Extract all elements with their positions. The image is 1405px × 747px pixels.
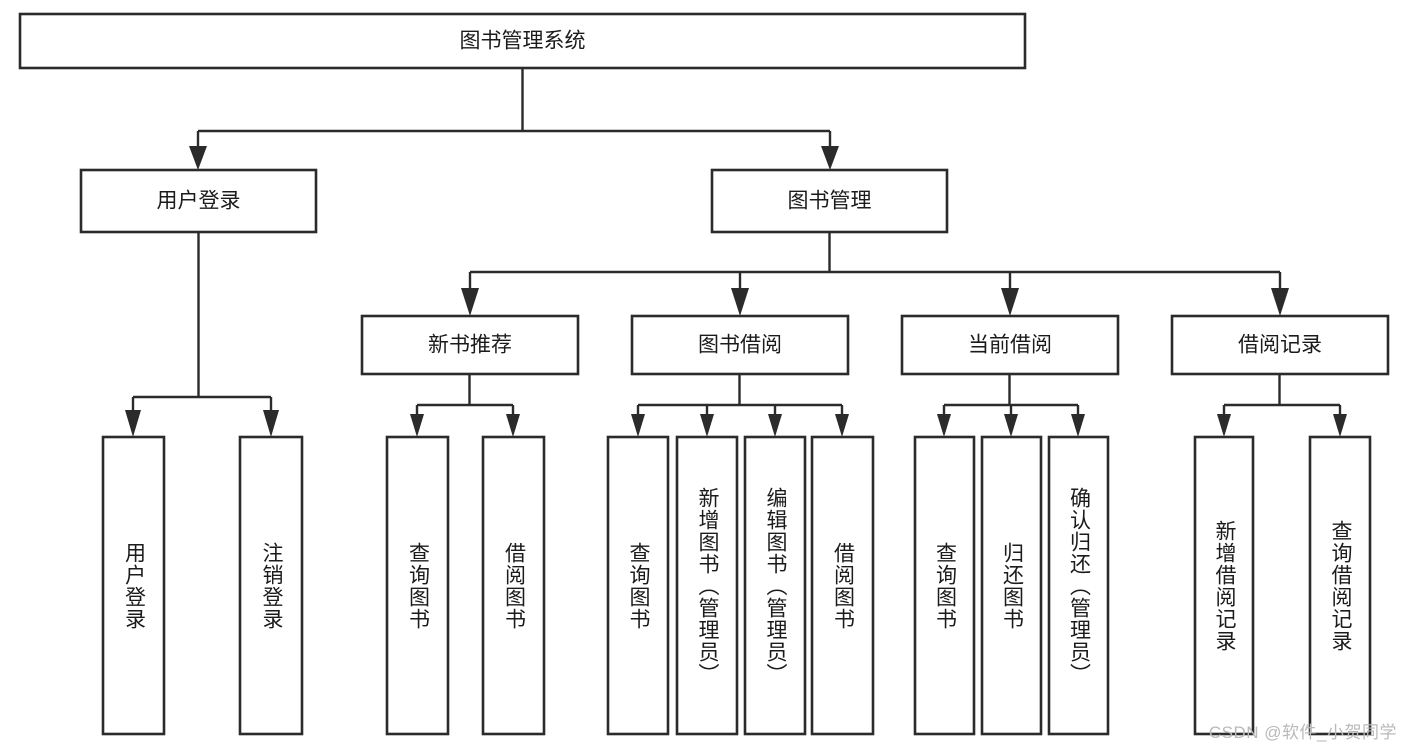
node-root[interactable]: 图书管理系统 xyxy=(18,12,1027,70)
leaf-query-book-recommend[interactable]: 查询图书 xyxy=(387,437,448,734)
leaf-query-borrow-record[interactable]: 查询借阅记录 xyxy=(1310,437,1370,734)
arrow-head-leaf-add-book-admin xyxy=(700,414,714,437)
connector-layer xyxy=(125,68,1347,437)
leaf-rect-add-borrow-record[interactable] xyxy=(1193,435,1255,736)
leaf-add-book-admin[interactable]: 新增图书（管理员） xyxy=(677,437,737,734)
leaf-query-book-recommend-label: 查询图书 xyxy=(406,541,430,630)
leaf-confirm-return-admin[interactable]: 确认归还（管理员） xyxy=(1049,437,1108,734)
node-root-rect[interactable] xyxy=(18,12,1027,70)
node-borrow-record[interactable]: 借阅记录 xyxy=(1170,314,1390,376)
leaf-rect-user-login[interactable] xyxy=(101,435,166,736)
node-book-borrow-label: 图书借阅 xyxy=(698,334,782,357)
arrow-head-book-management xyxy=(821,146,839,170)
arrow-head-leaf-confirm-return-admin xyxy=(1071,414,1085,437)
node-new-book-recommend[interactable]: 新书推荐 xyxy=(360,314,580,376)
arrow-head-borrow-record xyxy=(1271,288,1289,316)
leaf-edit-book-admin-label: 编辑图书（管理员） xyxy=(764,486,788,685)
leaf-rect-edit-book-admin[interactable] xyxy=(743,435,807,736)
leaf-rect-return-book[interactable] xyxy=(980,435,1043,736)
leaf-query-book-borrow-label: 查询图书 xyxy=(627,541,651,630)
leaf-query-book-current[interactable]: 查询图书 xyxy=(915,437,974,734)
arrow-head-leaf-borrow-book-recommend xyxy=(506,414,520,437)
arrow-head-leaf-logout xyxy=(263,410,279,437)
leaf-confirm-return-admin-label: 确认归还（管理员） xyxy=(1067,486,1091,685)
node-user-login[interactable]: 用户登录 xyxy=(79,168,318,234)
leaf-rect-query-borrow-record[interactable] xyxy=(1308,435,1372,736)
node-new-book-recommend-rect[interactable] xyxy=(360,314,580,376)
node-borrow-record-label: 借阅记录 xyxy=(1238,334,1322,357)
arrow-head-leaf-return-book xyxy=(1004,414,1018,437)
arrow-head-leaf-query-borrow-record xyxy=(1333,414,1347,437)
leaf-return-book-label: 归还图书 xyxy=(1000,541,1024,630)
leaf-borrow-book[interactable]: 借阅图书 xyxy=(812,437,873,734)
node-new-book-recommend-label: 新书推荐 xyxy=(428,334,512,357)
leaf-user-login[interactable]: 用户登录 xyxy=(103,437,164,734)
arrow-head-leaf-query-book-current xyxy=(937,414,951,437)
node-root-label: 图书管理系统 xyxy=(460,30,586,53)
leaf-edit-book-admin[interactable]: 编辑图书（管理员） xyxy=(745,437,805,734)
leaf-rect-add-book-admin[interactable] xyxy=(675,435,739,736)
node-user-login-label: 用户登录 xyxy=(157,190,241,213)
node-book-management-label: 图书管理 xyxy=(788,190,872,213)
leaf-rect-logout[interactable] xyxy=(238,435,304,736)
arrow-head-leaf-query-book-borrow xyxy=(631,414,645,437)
arrow-head-leaf-borrow-book xyxy=(835,414,849,437)
leaf-logout[interactable]: 注销登录 xyxy=(240,437,302,734)
node-book-borrow[interactable]: 图书借阅 xyxy=(630,314,850,376)
leaf-box-layer xyxy=(101,435,1372,736)
leaf-rect-borrow-book[interactable] xyxy=(810,435,875,736)
leaf-borrow-book-recommend-label: 借阅图书 xyxy=(502,541,526,630)
arrow-head-leaf-query-book-recommend xyxy=(410,414,424,437)
leaf-logout-label: 注销登录 xyxy=(260,541,284,630)
arrow-head-leaf-add-borrow-record xyxy=(1217,414,1231,437)
node-current-borrow[interactable]: 当前借阅 xyxy=(900,314,1120,376)
node-current-borrow-label: 当前借阅 xyxy=(968,334,1052,357)
arrow-head-user-login xyxy=(189,146,207,170)
node-current-borrow-rect[interactable] xyxy=(900,314,1120,376)
leaf-rect-query-book-borrow[interactable] xyxy=(606,435,670,736)
arrow-head-book-borrow xyxy=(731,288,749,316)
leaf-borrow-book-recommend[interactable]: 借阅图书 xyxy=(483,437,544,734)
leaf-rect-query-book-recommend[interactable] xyxy=(385,435,450,736)
leaf-rect-confirm-return-admin[interactable] xyxy=(1047,435,1110,736)
leaf-query-book-current-label: 查询图书 xyxy=(933,541,957,630)
leaf-borrow-book-label: 借阅图书 xyxy=(831,541,855,630)
arrow-head-new-book-recommend xyxy=(461,288,479,316)
watermark-text: CSDN @软件_小贺同学 xyxy=(1208,723,1397,742)
leaf-add-borrow-record-label: 新增借阅记录 xyxy=(1213,519,1237,652)
leaf-user-login-label: 用户登录 xyxy=(122,541,146,630)
arrow-head-leaf-user-login xyxy=(125,410,141,437)
node-user-login-rect[interactable] xyxy=(79,168,318,234)
leaf-query-borrow-record-label: 查询借阅记录 xyxy=(1329,519,1353,652)
leaf-rect-borrow-book-recommend[interactable] xyxy=(481,435,546,736)
node-book-borrow-rect[interactable] xyxy=(630,314,850,376)
leaf-rect-query-book-current[interactable] xyxy=(913,435,976,736)
node-book-management[interactable]: 图书管理 xyxy=(710,168,949,234)
leaf-add-book-admin-label: 新增图书（管理员） xyxy=(696,486,720,685)
leaf-return-book[interactable]: 归还图书 xyxy=(982,437,1041,734)
arrow-head-current-borrow xyxy=(1001,288,1019,316)
node-book-management-rect[interactable] xyxy=(710,168,949,234)
leaf-add-borrow-record[interactable]: 新增借阅记录 xyxy=(1195,437,1253,734)
arrow-head-leaf-edit-book-admin xyxy=(768,414,782,437)
leaf-query-book-borrow[interactable]: 查询图书 xyxy=(608,437,668,734)
node-borrow-record-rect[interactable] xyxy=(1170,314,1390,376)
